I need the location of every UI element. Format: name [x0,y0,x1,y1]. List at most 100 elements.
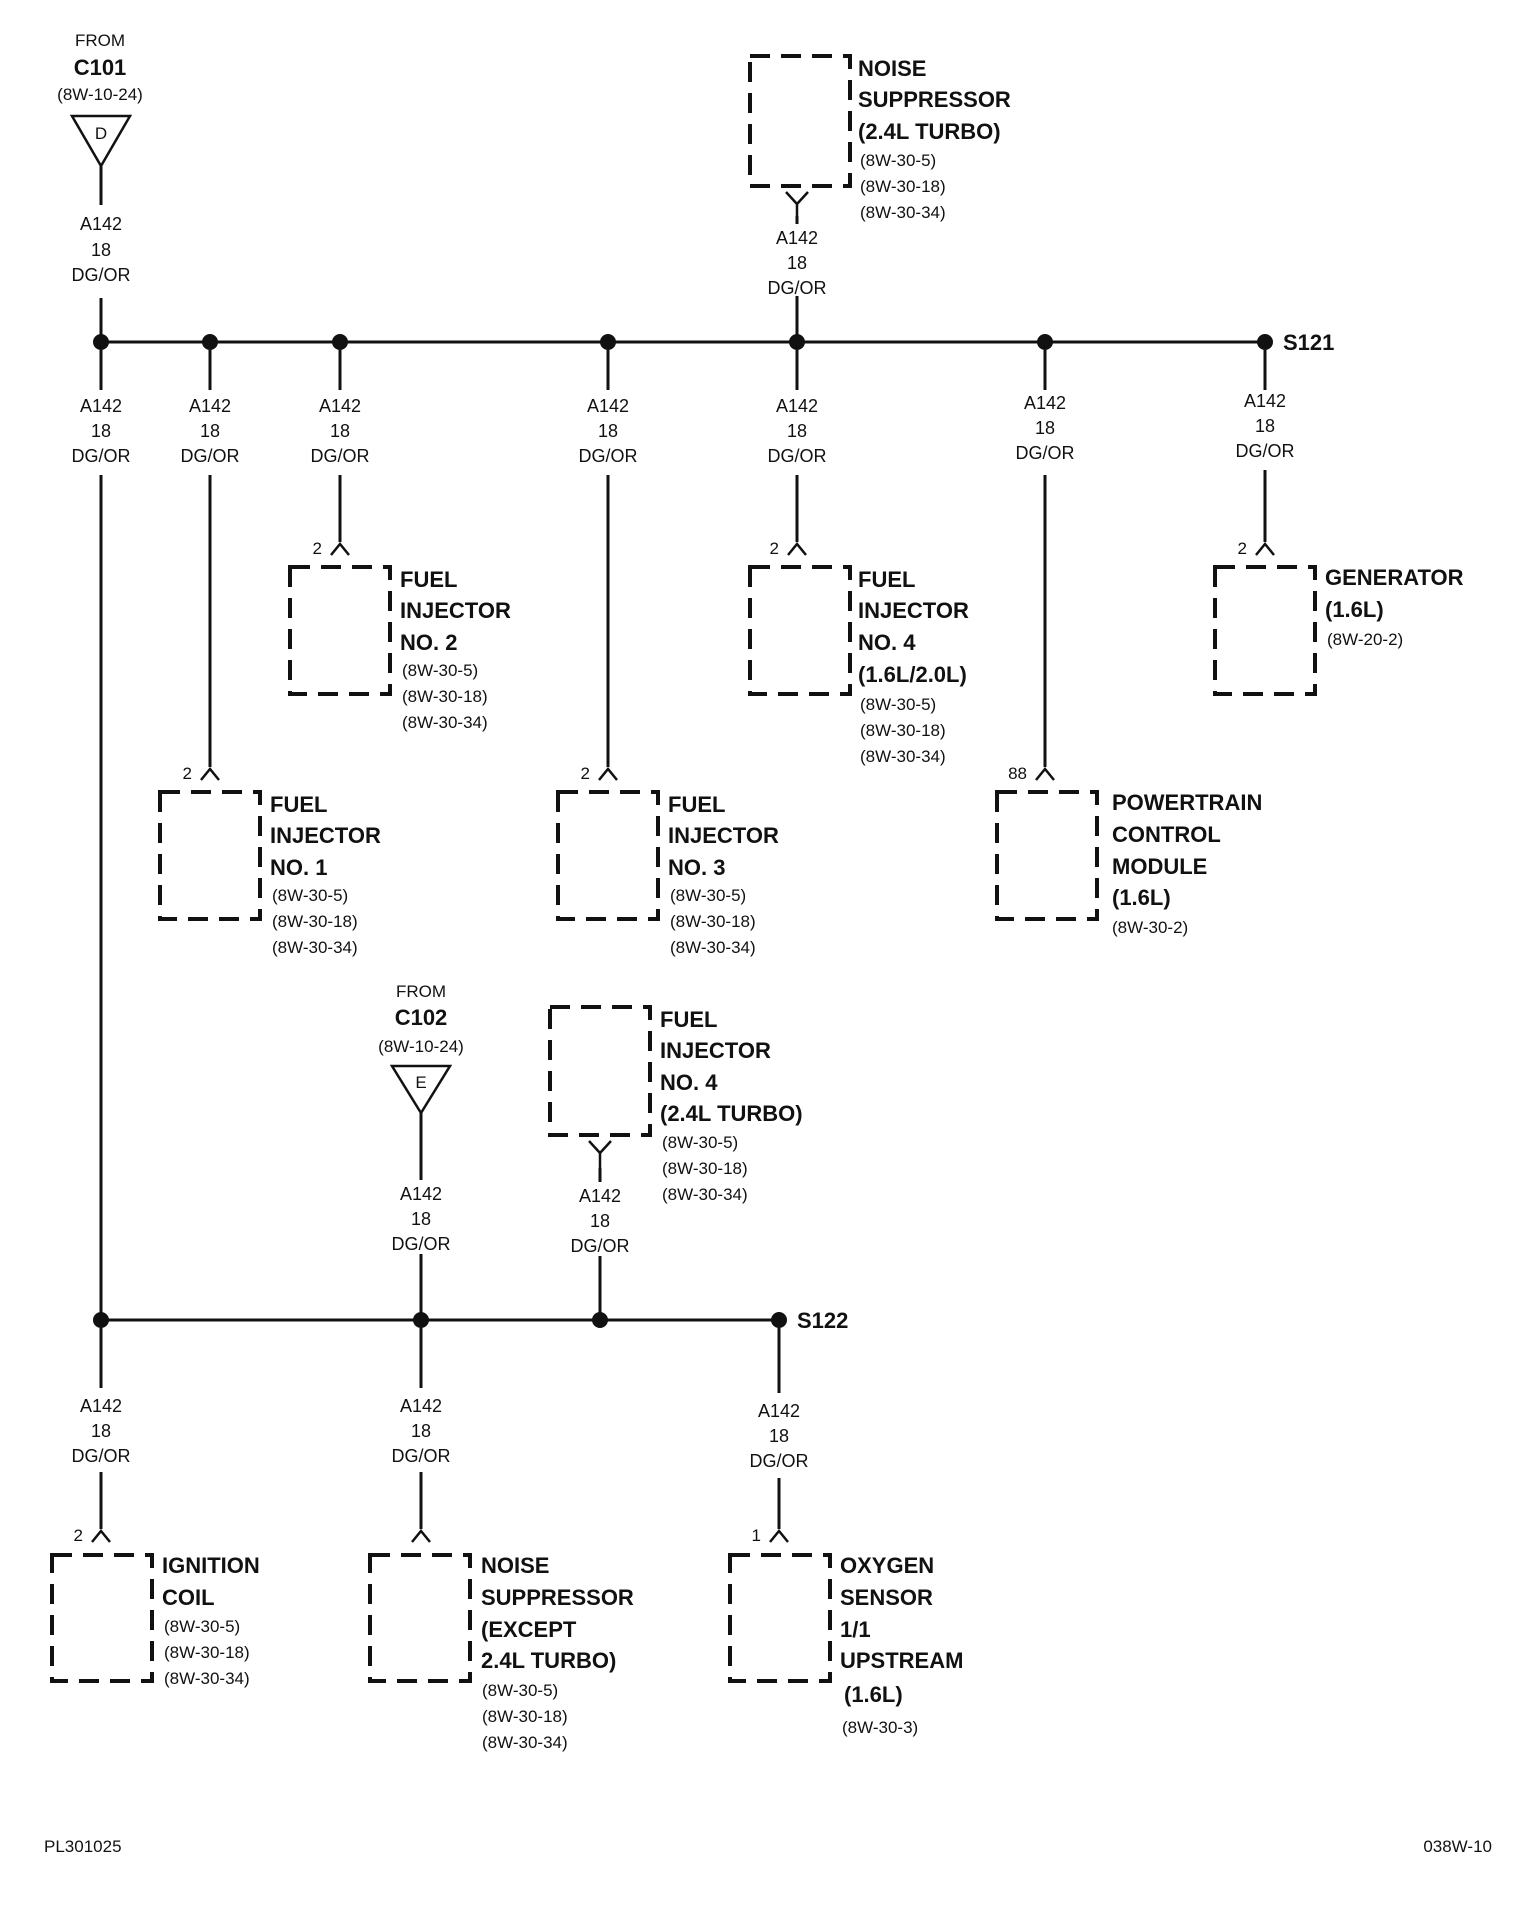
source-c102-cavity: E [415,1073,426,1092]
component-ref: (8W-30-5) [860,151,936,170]
component-fuel-injector-2: 2 FUEL INJECTOR NO. 2 (8W-30-5) (8W-30-1… [288,539,511,732]
svg-text:18: 18 [1255,416,1275,436]
wire-label: A142 18 DG/OR [1235,391,1294,461]
svg-text:18: 18 [91,421,111,441]
component-ref: (8W-30-18) [482,1707,568,1726]
oxygen-sensor-box [728,1553,832,1683]
component-name: SENSOR [840,1585,933,1610]
component-ref: (8W-30-5) [670,886,746,905]
component-name: FUEL [858,567,915,592]
wire-label: A142 18 DG/OR [71,396,130,466]
component-name: POWERTRAIN [1112,790,1262,815]
svg-text:18: 18 [787,253,807,273]
component-name: (1.6L) [844,1682,903,1707]
component-ref: (8W-30-34) [482,1733,568,1752]
svg-text:A142: A142 [758,1401,800,1421]
component-name: NO. 2 [400,630,457,655]
fuel-injector-1-box [158,790,262,921]
component-generator: 2 GENERATOR (1.6L) (8W-20-2) [1213,539,1464,696]
svg-text:18: 18 [200,421,220,441]
noise-suppressor-turbo-box [748,54,852,188]
fuel-injector-3-box [556,790,660,921]
component-name: SUPPRESSOR [481,1585,634,1610]
svg-text:A142: A142 [579,1186,621,1206]
wire-label: A142 18 DG/OR [71,1396,130,1466]
component-name: INJECTOR [270,823,381,848]
svg-text:DG/OR: DG/OR [391,1446,450,1466]
wire-label: A142 18 DG/OR [310,396,369,466]
source-c102-from: FROM [396,982,446,1001]
wire-label: A142 18 DG/OR [1015,393,1074,463]
pcm-box [995,790,1099,921]
component-ref: (8W-30-18) [860,721,946,740]
component-name: NO. 4 [660,1070,718,1095]
fuel-injector-4-turbo-box [548,1005,652,1137]
component-ref: (8W-30-34) [670,938,756,957]
connector-symbol [200,767,220,781]
svg-text:DG/OR: DG/OR [570,1236,629,1256]
wire-label: A142 18 DG/OR [391,1184,450,1254]
pin-number: 2 [581,764,590,783]
source-c102-connector: C102 [395,1005,448,1030]
component-ref: (8W-30-34) [860,203,946,222]
component-name: NOISE [481,1553,549,1578]
component-ref: (8W-20-2) [1327,630,1403,649]
component-name: 2.4L TURBO) [481,1648,616,1673]
component-ref: (8W-30-2) [1112,918,1188,937]
component-noise-suppressor-except: NOISE SUPPRESSOR (EXCEPT 2.4L TURBO) (8W… [368,1553,634,1752]
pin-number: 2 [74,1526,83,1545]
svg-text:DG/OR: DG/OR [310,446,369,466]
svg-text:A142: A142 [587,396,629,416]
component-name: IGNITION [162,1553,260,1578]
wire-label: A142 18 DG/OR [391,1396,450,1466]
svg-text:DG/OR: DG/OR [1235,441,1294,461]
component-name: (2.4L TURBO) [858,119,1001,144]
component-ref: (8W-30-5) [662,1133,738,1152]
source-c102-ref: (8W-10-24) [378,1037,464,1056]
component-ref: (8W-30-5) [402,661,478,680]
connector-symbol [598,767,618,781]
svg-text:DG/OR: DG/OR [71,446,130,466]
connector-symbol [91,1529,111,1543]
svg-text:A142: A142 [80,396,122,416]
component-name: NO. 1 [270,855,327,880]
component-ref: (8W-30-18) [860,177,946,196]
component-name: (1.6L/2.0L) [858,662,967,687]
pin-number: 88 [1008,764,1027,783]
ignition-coil-box [50,1553,154,1683]
source-c101-ref: (8W-10-24) [57,85,143,104]
figure-id: PL301025 [44,1837,122,1856]
wire-label: A142 18 DG/OR [180,396,239,466]
svg-text:18: 18 [590,1211,610,1231]
component-ref: (8W-30-5) [860,695,936,714]
component-fuel-injector-4-turbo: FUEL INJECTOR NO. 4 (2.4L TURBO) (8W-30-… [548,1005,803,1204]
connector-symbol [769,1529,789,1543]
svg-text:A142: A142 [400,1184,442,1204]
component-ref: (8W-30-18) [272,912,358,931]
svg-text:A142: A142 [776,396,818,416]
pin-number: 2 [313,539,322,558]
component-fuel-injector-3: 2 FUEL INJECTOR NO. 3 (8W-30-5) (8W-30-1… [556,764,779,957]
svg-text:18: 18 [769,1426,789,1446]
svg-text:18: 18 [411,1421,431,1441]
source-c101-triangle [69,114,133,169]
connector-symbol [787,542,807,556]
wire-label: A142 18 DG/OR [71,214,130,285]
connector-symbol [785,191,809,216]
component-ref: (8W-30-18) [670,912,756,931]
component-name: NO. 4 [858,630,916,655]
component-name: (EXCEPT [481,1617,577,1642]
component-name: FUEL [400,567,457,592]
connector-symbol [1255,542,1275,556]
svg-text:A142: A142 [80,214,122,234]
component-ref: (8W-30-18) [402,687,488,706]
component-ref: (8W-30-18) [164,1643,250,1662]
component-ref: (8W-30-34) [272,938,358,957]
component-ref: (8W-30-34) [860,747,946,766]
pin-number: 2 [770,539,779,558]
connector-symbol [411,1529,431,1543]
generator-box [1213,565,1317,696]
component-name: OXYGEN [840,1553,934,1578]
source-c102-triangle [389,1064,453,1116]
